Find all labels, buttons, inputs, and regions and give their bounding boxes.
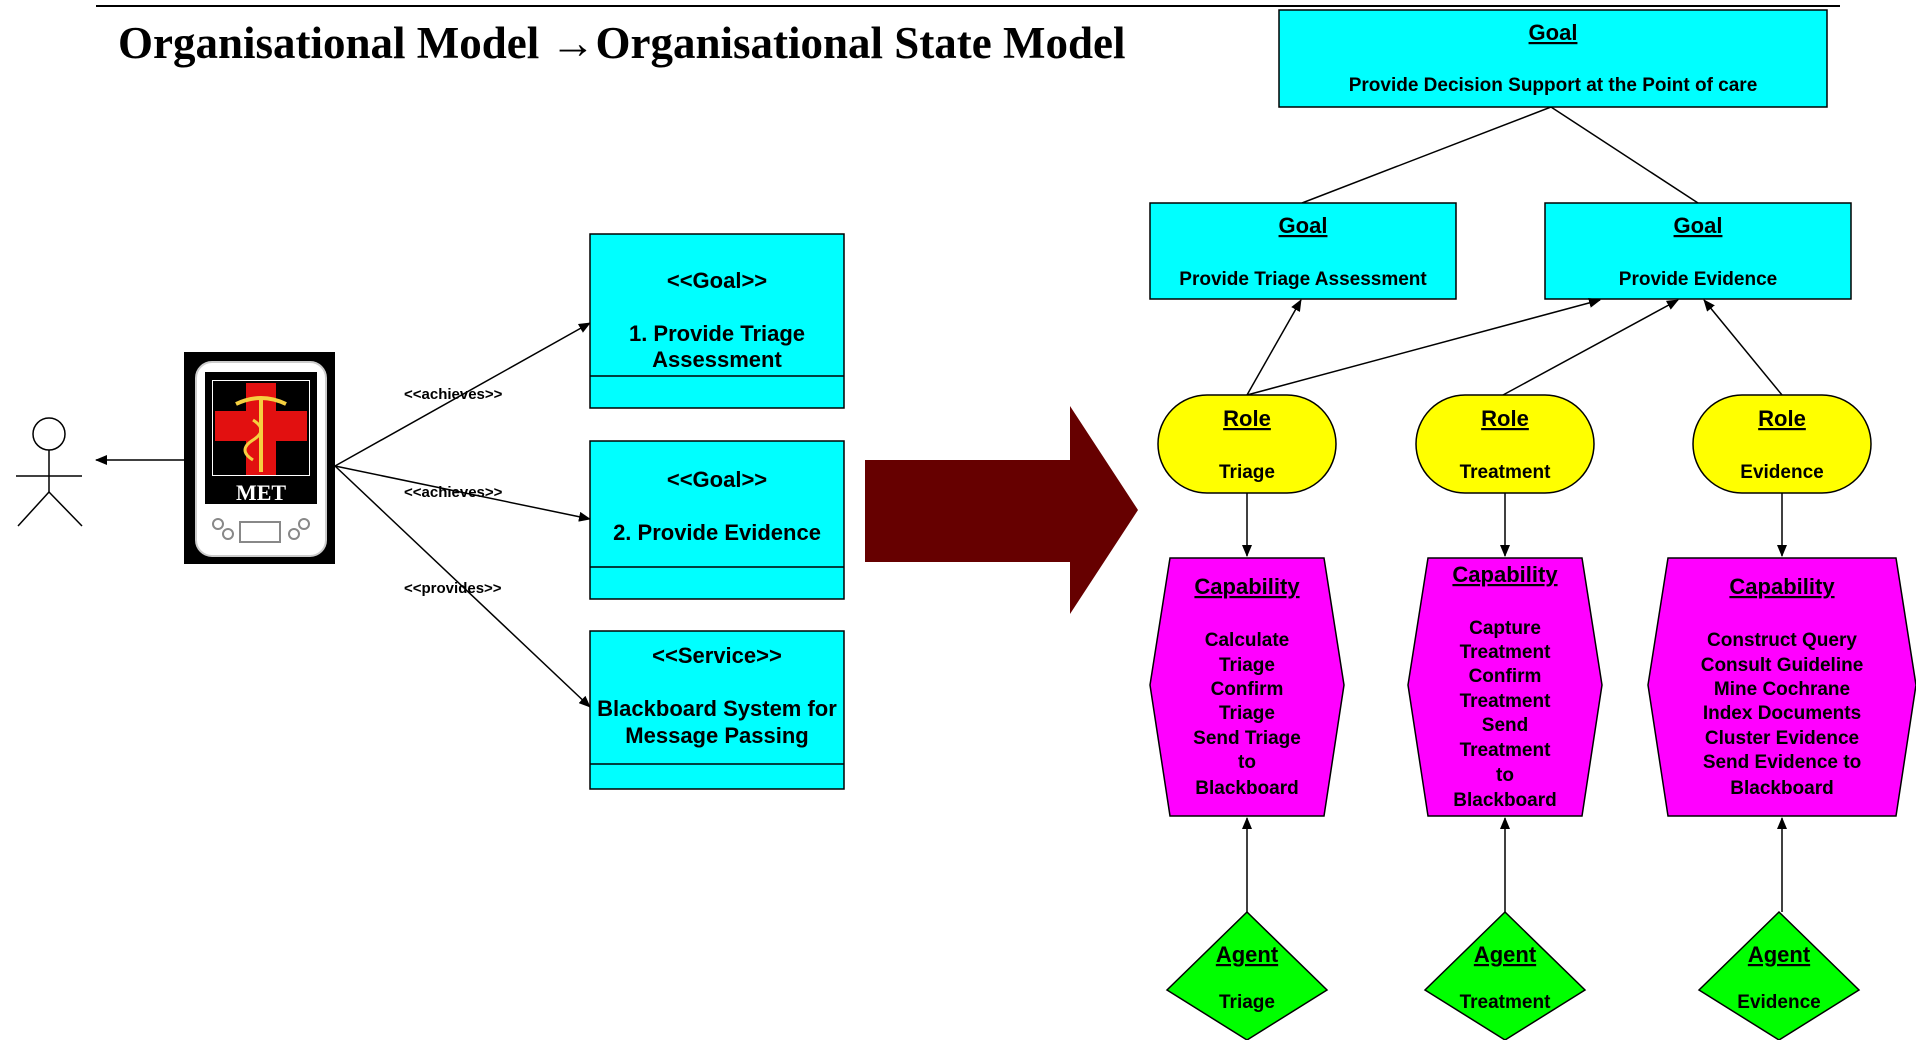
- capability-heading: Capability: [1194, 574, 1300, 599]
- goal-text: Provide Triage Assessment: [1179, 269, 1427, 290]
- capability-line: Capture: [1469, 618, 1541, 639]
- uml-class-text: Assessment: [652, 347, 782, 372]
- capability-line: Blackboard: [1453, 790, 1556, 811]
- medical-pda-icon: MET: [184, 352, 335, 564]
- capability-line: Index Documents: [1703, 703, 1861, 724]
- capability-node-triage: Capability Calculate Triage Confirm Tria…: [1149, 557, 1345, 817]
- role-achieves-goal-arrow: [1246, 299, 1302, 396]
- role-heading: Role: [1758, 406, 1806, 431]
- goal-heading: Goal: [1674, 213, 1723, 238]
- uml-class-stereotype: <<Goal>>: [667, 268, 767, 293]
- uml-class-text: 2. Provide Evidence: [613, 520, 821, 545]
- agent-node-evidence: Agent Evidence: [1697, 910, 1861, 1040]
- goal-box-top: Goal Provide Decision Support at the Poi…: [1278, 9, 1828, 108]
- capability-line: Treatment: [1460, 691, 1551, 712]
- uml-class-stereotype: <<Service>>: [652, 643, 782, 668]
- page-title: Organisational Model →Organisational Sta…: [118, 18, 1126, 68]
- role-node-evidence: Role Evidence: [1692, 394, 1872, 494]
- uml-class-box: <<Goal>> 1. Provide Triage Assessment: [589, 233, 845, 409]
- capability-line: to: [1496, 765, 1514, 786]
- capability-line: Confirm: [1211, 679, 1284, 700]
- capability-line: Cluster Evidence: [1705, 728, 1859, 749]
- uml-link-label: <<achieves>>: [404, 386, 503, 403]
- role-node-triage: Role Triage: [1157, 394, 1337, 494]
- capability-line: Calculate: [1205, 630, 1289, 651]
- capability-line: Send: [1482, 715, 1528, 736]
- role-text: Evidence: [1740, 462, 1823, 483]
- capability-heading: Capability: [1452, 562, 1558, 587]
- capability-line: Construct Query: [1707, 630, 1857, 651]
- agent-text: Evidence: [1737, 992, 1820, 1013]
- goal-text: Provide Decision Support at the Point of…: [1349, 75, 1758, 96]
- device-label: MET: [236, 480, 286, 505]
- provides-link: [334, 465, 591, 708]
- capability-line: to: [1238, 752, 1256, 773]
- capability-line: Consult Guideline: [1701, 655, 1864, 676]
- uml-class-text: 1. Provide Triage: [629, 321, 805, 346]
- uml-link-label: <<achieves>>: [404, 484, 503, 501]
- goal-decomposition-line: [1301, 106, 1552, 204]
- uml-link-label: <<provides>>: [404, 580, 502, 597]
- capability-heading: Capability: [1729, 574, 1835, 599]
- role-achieves-goal-arrow: [1703, 299, 1783, 396]
- capability-line: Treatment: [1460, 740, 1551, 761]
- agent-heading: Agent: [1748, 942, 1811, 967]
- agent-node-treatment: Agent Treatment: [1423, 910, 1587, 1040]
- role-node-treatment: Role Treatment: [1415, 394, 1595, 494]
- agent-text: Treatment: [1460, 992, 1551, 1013]
- uml-class-stereotype: <<Goal>>: [667, 467, 767, 492]
- capability-line: Blackboard: [1195, 778, 1298, 799]
- role-achieves-goal-arrow: [1246, 298, 1601, 396]
- capability-line: Send Evidence to: [1703, 752, 1861, 773]
- goal-decomposition-line: [1550, 106, 1699, 204]
- agent-text: Triage: [1219, 992, 1275, 1013]
- capability-node-treatment: Capability Capture Treatment Confirm Tre…: [1407, 557, 1603, 817]
- role-heading: Role: [1481, 406, 1529, 431]
- role-text: Triage: [1219, 462, 1275, 483]
- achieves-link-2: [334, 465, 591, 522]
- goal-box-triage: Goal Provide Triage Assessment: [1149, 202, 1457, 300]
- uml-class-box: <<Goal>> 2. Provide Evidence: [589, 440, 845, 600]
- agent-node-triage: Agent Triage: [1165, 910, 1329, 1040]
- capability-line: Blackboard: [1730, 778, 1833, 799]
- role-text: Treatment: [1460, 462, 1551, 483]
- uml-class-text: Blackboard System for: [597, 696, 837, 721]
- goal-text: Provide Evidence: [1619, 269, 1777, 290]
- role-achieves-goal-arrow: [1502, 299, 1679, 396]
- capability-node-evidence: Capability Construct Query Consult Guide…: [1647, 557, 1916, 817]
- goal-heading: Goal: [1279, 213, 1328, 238]
- capability-line: Triage: [1219, 703, 1275, 724]
- capability-line: Confirm: [1469, 666, 1542, 687]
- capability-line: Triage: [1219, 655, 1275, 676]
- role-heading: Role: [1223, 406, 1271, 431]
- achieves-link-1: [334, 322, 591, 467]
- capability-line: Treatment: [1460, 642, 1551, 663]
- uml-class-box: <<Service>> Blackboard System for Messag…: [589, 630, 845, 790]
- agent-heading: Agent: [1474, 942, 1537, 967]
- actor-icon: [16, 417, 83, 527]
- goal-heading: Goal: [1529, 20, 1578, 45]
- capability-line: Send Triage: [1193, 728, 1301, 749]
- transform-arrow: [865, 406, 1138, 614]
- uml-class-text: Message Passing: [625, 723, 808, 748]
- goal-box-evidence: Goal Provide Evidence: [1544, 202, 1852, 300]
- capability-line: Mine Cochrane: [1714, 679, 1850, 700]
- agent-heading: Agent: [1216, 942, 1279, 967]
